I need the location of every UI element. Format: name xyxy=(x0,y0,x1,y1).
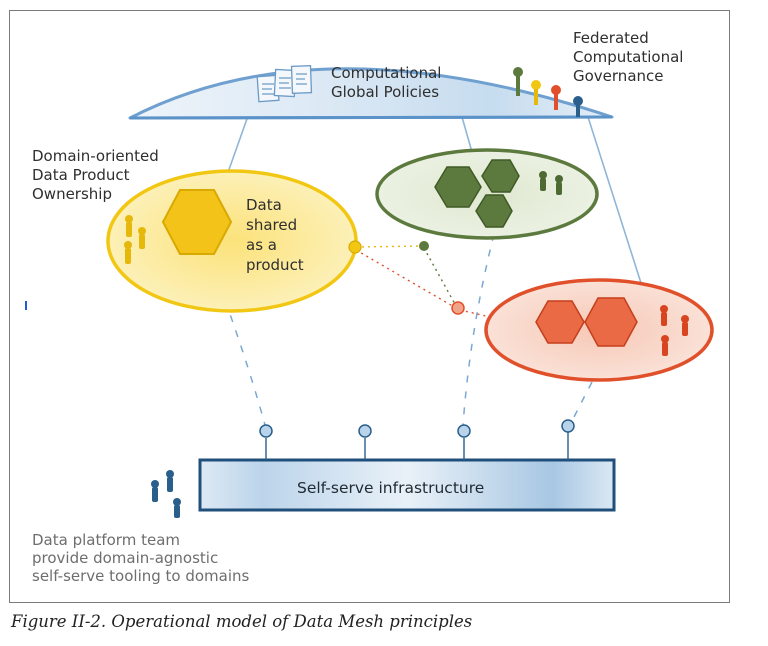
governance-label: Federated Computational Governance xyxy=(573,29,684,85)
self-serve-infrastructure-bar xyxy=(198,419,616,512)
infrastructure-label: Self-serve infrastructure xyxy=(297,479,485,497)
text-cursor xyxy=(25,301,27,310)
policies-label: Computational Global Policies xyxy=(331,64,442,101)
green-domain xyxy=(375,148,599,251)
product-links xyxy=(355,245,487,317)
ownership-label: Domain-oriented Data Product Ownership xyxy=(32,147,159,203)
platform-team-label: Data platform team provide domain-agnost… xyxy=(32,531,250,585)
dome-connectors xyxy=(225,115,642,284)
figure-caption: Figure II-2. Operational model of Data M… xyxy=(11,612,473,631)
data-product-label: Data shared as a product xyxy=(246,196,304,274)
domain-platform-connectors xyxy=(224,233,593,426)
platform-team-icon xyxy=(151,470,181,518)
policy-documents-icon xyxy=(256,64,313,103)
governance-dome xyxy=(128,67,614,120)
governance-keys-icon xyxy=(513,67,583,117)
yellow-domain xyxy=(106,169,362,313)
red-domain xyxy=(451,278,714,382)
